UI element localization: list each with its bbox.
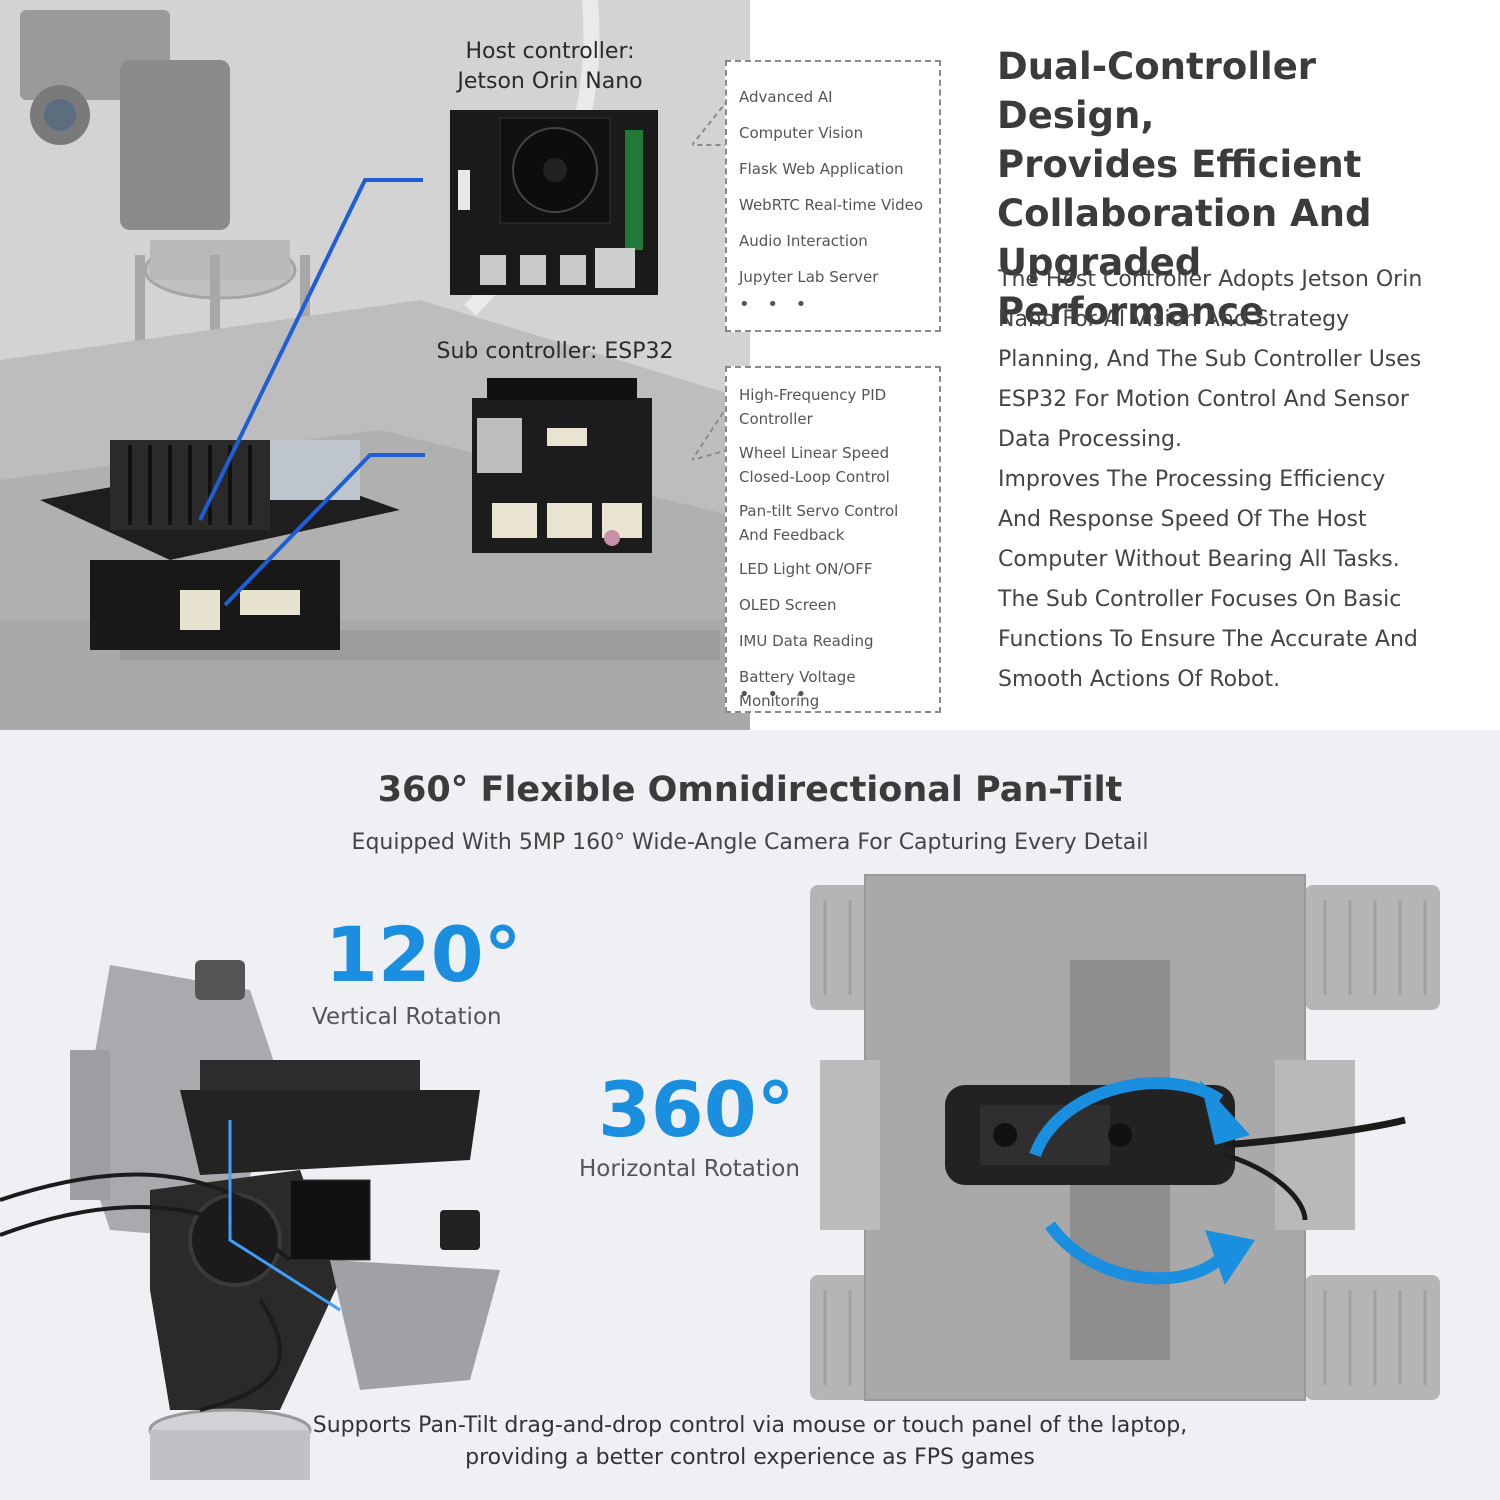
jetson-board-icon xyxy=(450,110,658,295)
dual-controller-description: The Host Controller Adopts Jetson Orin N… xyxy=(998,260,1468,700)
vertical-rotation-label: Vertical Rotation xyxy=(312,1004,502,1030)
sub-features-ellipsis: • • • xyxy=(739,684,813,705)
sub-feature-item: Battery Voltage Monitoring xyxy=(739,668,856,710)
description-line: The Sub Controller Focuses On Basic xyxy=(998,587,1402,612)
sub-feature-line: Pan-tilt Servo Control xyxy=(739,502,899,520)
description-line: Functions To Ensure The Accurate And xyxy=(998,627,1418,652)
sub-feature-item: IMU Data Reading xyxy=(739,632,874,650)
description-line: Smooth Actions Of Robot. xyxy=(998,667,1281,692)
pan-tilt-subtitle: Equipped With 5MP 160° Wide-Angle Camera… xyxy=(351,830,1149,855)
description-line: Data Processing. xyxy=(998,427,1182,452)
description-line: ESP32 For Motion Control And Sensor xyxy=(998,387,1409,412)
host-label-line2: Jetson Orin Nano xyxy=(457,69,643,94)
pan-tilt-closeup-image xyxy=(0,960,500,1480)
description-line: And Response Speed Of The Host xyxy=(998,507,1367,532)
vertical-rotation-value: 120° xyxy=(325,910,522,999)
description-line: Nano For AI Vision And Strategy xyxy=(998,307,1350,332)
dual-controller-section: Host controller: Jetson Orin Nano Sub co… xyxy=(0,0,1500,730)
sub-feature-line: Controller xyxy=(739,410,813,428)
host-label-line1: Host controller: xyxy=(465,39,635,64)
heading-line: Upgraded Performance xyxy=(997,241,1265,333)
pan-tilt-title: 360° Flexible Omnidirectional Pan-Tilt xyxy=(377,770,1123,810)
description-line: The Host Controller Adopts Jetson Orin xyxy=(998,267,1423,292)
host-feature-item: Jupyter Lab Server xyxy=(739,268,879,286)
host-feature-item: Computer Vision xyxy=(739,124,864,142)
footnote-line2: providing a better control experience as… xyxy=(465,1445,1035,1470)
sub-feature-line: High-Frequency PID xyxy=(739,386,887,404)
pan-tilt-footnote: Supports Pan-Tilt drag-and-drop control … xyxy=(0,1410,1500,1474)
pointer-lines xyxy=(198,178,425,607)
rotation-arrows-icon xyxy=(1029,1077,1255,1285)
sub-feature-line: Closed-Loop Control xyxy=(739,468,890,486)
esp32-board-image xyxy=(472,378,652,553)
sub-feature-item: High-Frequency PID Controller xyxy=(739,383,886,431)
esp32-board-icon xyxy=(472,378,652,553)
host-feature-item: Audio Interaction xyxy=(739,232,868,250)
host-feature-item: Flask Web Application xyxy=(739,160,904,178)
host-features-box: Advanced AI Computer Vision Flask Web Ap… xyxy=(725,60,941,332)
host-feature-item: Advanced AI xyxy=(739,88,833,106)
dual-controller-heading: Dual-Controller Design, Provides Efficie… xyxy=(997,42,1477,336)
heading-line: Collaboration And xyxy=(997,192,1372,235)
host-features-ellipsis: • • • xyxy=(739,294,813,315)
sub-features-box: High-Frequency PID Controller Wheel Line… xyxy=(725,366,941,713)
host-controller-label: Host controller: Jetson Orin Nano xyxy=(440,37,660,97)
sub-feature-item: OLED Screen xyxy=(739,596,837,614)
host-box-callout xyxy=(692,100,729,146)
footnote-line1: Supports Pan-Tilt drag-and-drop control … xyxy=(312,1413,1188,1438)
sub-feature-item: LED Light ON/OFF xyxy=(739,560,873,578)
sub-feature-item: Pan-tilt Servo Control And Feedback xyxy=(739,499,898,547)
description-line: Improves The Processing Efficiency xyxy=(998,467,1386,492)
sub-feature-line: Wheel Linear Speed xyxy=(739,444,890,462)
sub-feature-line: And Feedback xyxy=(739,526,845,544)
heading-line: Dual-Controller Design, xyxy=(997,45,1317,137)
horizontal-rotation-value: 360° xyxy=(598,1065,795,1154)
heading-line: Provides Efficient xyxy=(997,143,1362,186)
sub-box-callout xyxy=(692,405,729,462)
pan-tilt-section: 360° Flexible Omnidirectional Pan-Tilt E… xyxy=(0,730,1500,1500)
horizontal-rotation-label: Horizontal Rotation xyxy=(579,1156,800,1182)
host-feature-item: WebRTC Real-time Video xyxy=(739,196,923,214)
sub-controller-label: Sub controller: ESP32 xyxy=(436,339,674,364)
jetson-board-image xyxy=(450,110,658,295)
description-line: Computer Without Bearing All Tasks. xyxy=(998,547,1400,572)
sub-feature-item: Wheel Linear Speed Closed-Loop Control xyxy=(739,441,890,489)
description-line: Planning, And The Sub Controller Uses xyxy=(998,347,1422,372)
